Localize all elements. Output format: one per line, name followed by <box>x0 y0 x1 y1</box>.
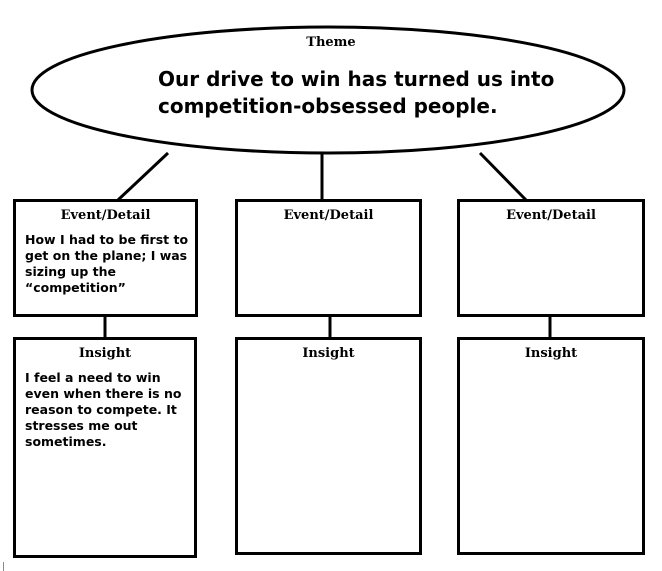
insight-box-3: Insight <box>457 337 645 555</box>
insight-box-2: Insight <box>235 337 422 555</box>
event-detail-box-3: Event/Detail <box>457 199 645 317</box>
theme-ellipse <box>30 25 626 155</box>
event-detail-title: Event/Detail <box>283 208 374 223</box>
page-edge-mark <box>3 562 4 571</box>
event-detail-title: Event/Detail <box>506 208 596 223</box>
event-detail-box-2: Event/Detail <box>235 199 422 317</box>
event-detail-box-1: Event/Detail How I had to be first to ge… <box>13 199 198 317</box>
event-detail-text: How I had to be first to get on the plan… <box>25 232 189 295</box>
insight-title: Insight <box>78 346 132 361</box>
insight-title: Insight <box>302 346 355 361</box>
connector-theme-to-event-1 <box>116 151 170 202</box>
event-detail-title: Event/Detail <box>60 208 151 223</box>
connector-theme-to-event-3 <box>478 151 528 202</box>
insight-text: I feel a need to win even when there is … <box>25 370 182 449</box>
insight-box-1: Insight I feel a need to win even when t… <box>13 337 197 558</box>
insight-title: Insight <box>524 346 578 361</box>
theme-statement: Our drive to win has turned us into comp… <box>158 67 555 118</box>
theme-title: Theme <box>306 35 356 50</box>
